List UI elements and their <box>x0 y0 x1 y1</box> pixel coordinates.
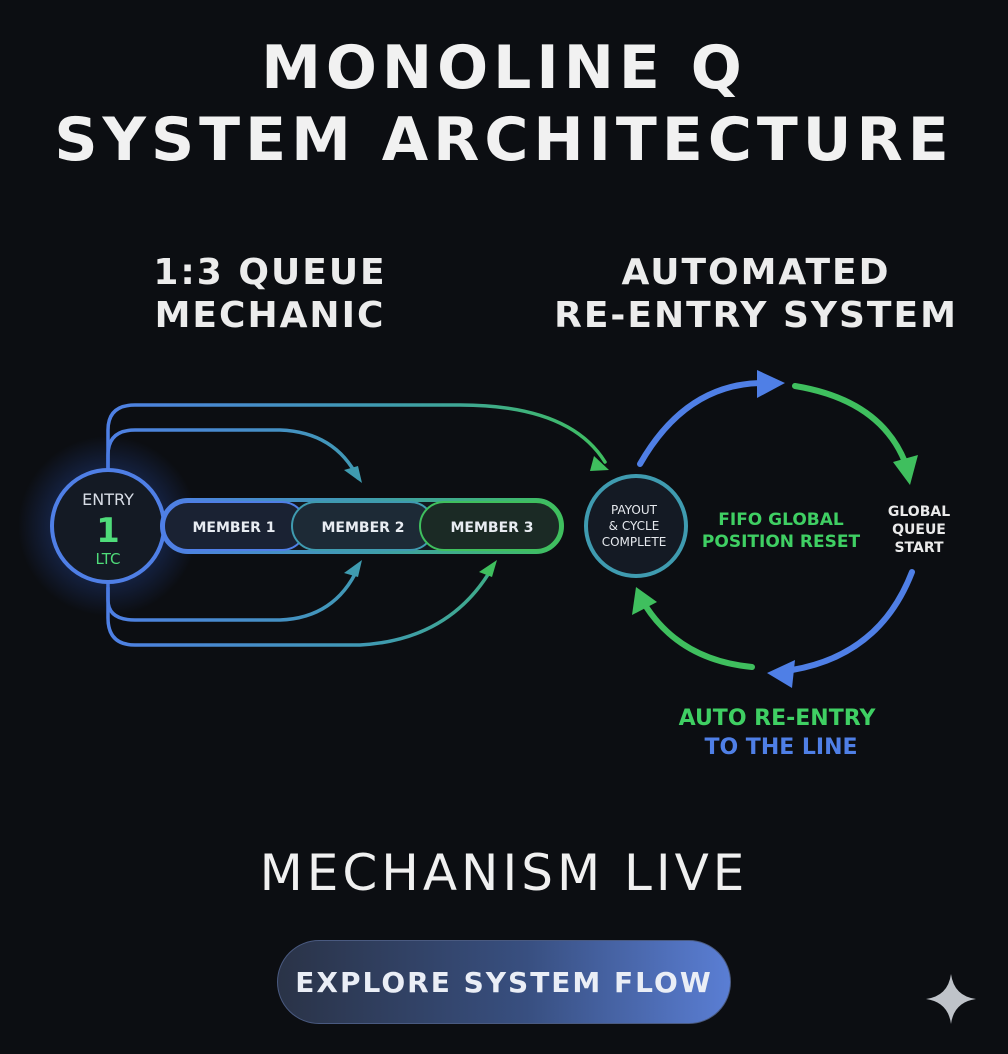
auto-reentry-line-1: AUTO RE-ENTRY <box>679 706 877 731</box>
flow-arrowheads <box>344 456 609 577</box>
arrowhead-member2-bottom <box>344 560 362 577</box>
cycle-arrowhead-bottom <box>767 660 795 688</box>
cycle-arrow-payout-to-top <box>637 380 763 467</box>
cycle-arrowhead-payout <box>632 587 657 615</box>
queue-heading-line-2: MECHANIC <box>154 295 386 336</box>
fifo-label-line-1: FIFO GLOBAL <box>718 510 844 530</box>
entry-unit: LTC <box>95 550 120 568</box>
payout-line-2: & CYCLE <box>609 519 660 533</box>
reentry-heading-line-1: AUTOMATED <box>621 252 891 293</box>
cycle-arrowhead-global <box>893 455 918 485</box>
fifo-label-line-2: POSITION RESET <box>702 532 861 552</box>
arrowhead-member3-bottom <box>479 560 497 577</box>
cycle-arrow-global-to-bottom <box>789 569 915 673</box>
explore-system-flow-button[interactable]: EXPLORE SYSTEM FLOW <box>277 940 731 1024</box>
architecture-diagram: ENTRY 1 LTC MEMBER 1 MEMBER 2 MEMBER 3 P… <box>18 370 950 760</box>
title-line-1: MONOLINE Q <box>261 33 747 103</box>
sparkle-icon <box>926 974 976 1024</box>
flow-arrow-to-payout-top <box>106 403 607 472</box>
cycle-arrow-top-to-global <box>792 383 908 465</box>
cycle-arrowheads <box>632 370 918 688</box>
member-3-slot[interactable] <box>419 501 561 551</box>
cycle-arrows <box>637 380 915 673</box>
mechanism-live-status: MECHANISM LIVE <box>259 844 749 902</box>
entry-amount: 1 <box>96 511 120 551</box>
global-queue-line-2: QUEUE <box>892 522 946 538</box>
auto-reentry-line-2: TO THE LINE <box>704 735 857 760</box>
member-1-label: MEMBER 1 <box>192 520 275 536</box>
cycle-arrowhead-top <box>757 370 785 398</box>
entry-label: ENTRY <box>82 490 134 509</box>
payout-line-1: PAYOUT <box>611 503 658 517</box>
global-queue-line-3: START <box>894 540 944 556</box>
title-line-2: SYSTEM ARCHITECTURE <box>54 105 954 175</box>
explore-button-label: EXPLORE SYSTEM FLOW <box>295 965 713 999</box>
reentry-heading-line-2: RE-ENTRY SYSTEM <box>554 295 958 336</box>
member-2-label: MEMBER 2 <box>321 520 404 536</box>
cycle-arrow-bottom-to-payout <box>642 602 755 670</box>
payout-line-3: COMPLETE <box>602 535 667 549</box>
member-3-label: MEMBER 3 <box>450 520 533 536</box>
arrowhead-payout <box>590 456 609 471</box>
arrowhead-member2-top <box>344 466 362 483</box>
global-queue-line-1: GLOBAL <box>888 504 950 520</box>
flow-arrow-to-member3-bottom <box>106 566 494 647</box>
queue-heading-line-1: 1:3 QUEUE <box>153 252 387 293</box>
payout-node[interactable] <box>584 474 688 578</box>
